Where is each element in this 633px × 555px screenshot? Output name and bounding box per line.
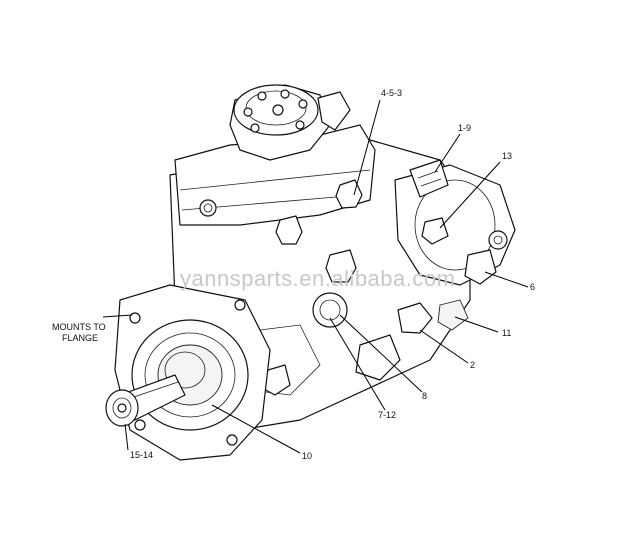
callout-labels: MOUNTS TO FLANGE 4-5-3 1-9 13 6 11 2 8 7… [52, 88, 535, 461]
label-6: 6 [530, 282, 535, 292]
watermark-text: yannsparts.en.alibaba.com [180, 266, 455, 291]
label-7-12: 7-12 [378, 410, 396, 420]
label-13: 13 [502, 151, 512, 161]
label-2: 2 [470, 360, 475, 370]
label-4-5-3: 4-5-3 [381, 88, 402, 98]
label-flange: FLANGE [62, 333, 98, 343]
label-10: 10 [302, 451, 312, 461]
pump-illustration [105, 84, 516, 461]
label-mounts-to: MOUNTS TO [52, 322, 106, 332]
label-1-9: 1-9 [458, 123, 471, 133]
leader-lines [102, 99, 529, 454]
label-11: 11 [502, 328, 511, 338]
label-15-14: 15-14 [130, 450, 153, 460]
label-8: 8 [422, 391, 427, 401]
